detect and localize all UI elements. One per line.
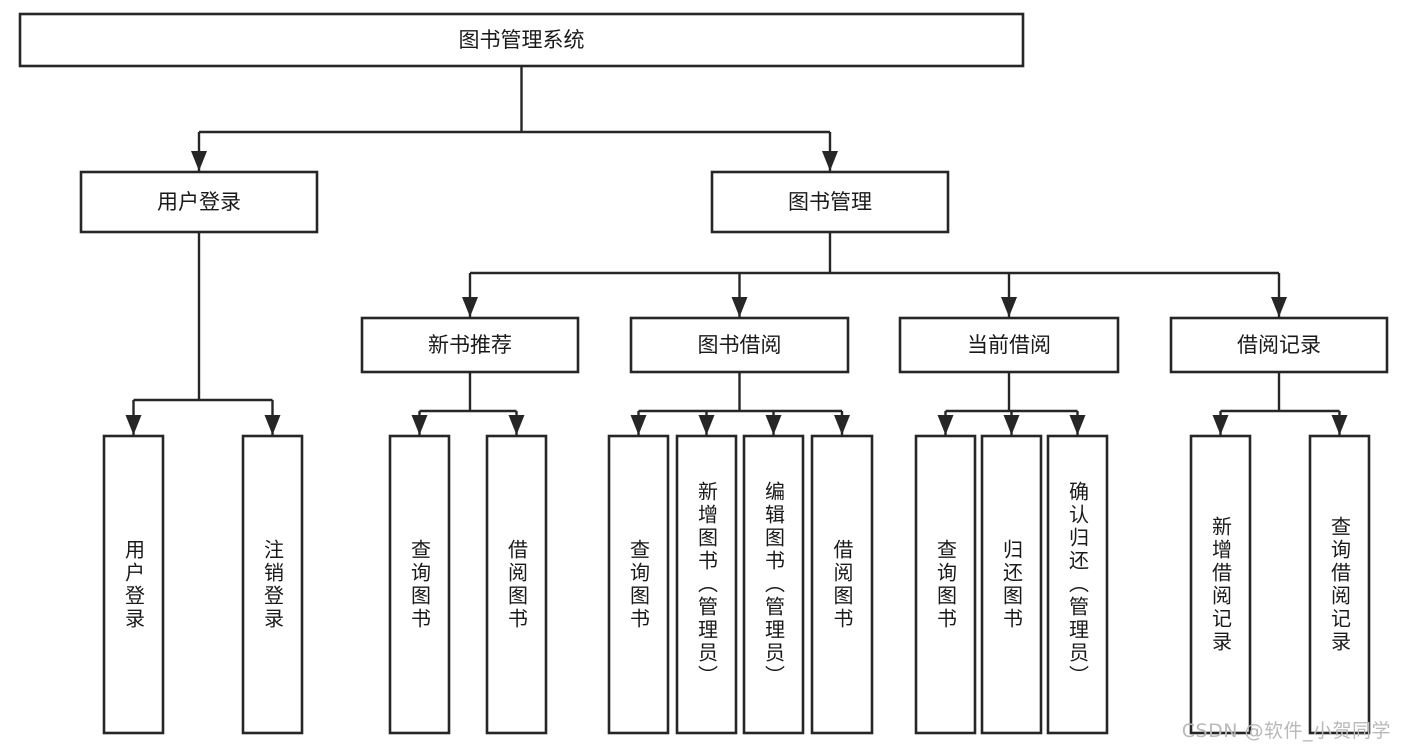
- arrow-head-icon: [1069, 415, 1086, 435]
- level3-node-label-2: 图书借阅: [698, 333, 782, 357]
- level2-node-label-1: 用户登录: [157, 190, 241, 214]
- level2-node-box-2: [710, 170, 950, 234]
- leaf-node-box-13: [1308, 434, 1371, 735]
- arrow-head-icon: [411, 415, 428, 435]
- leaf-node-box-3: [388, 434, 451, 735]
- level3-node-box-4: [1169, 316, 1389, 374]
- node-boxes: [18, 12, 1389, 735]
- arrow-head-icon: [630, 415, 647, 435]
- level3-node-box-1: [360, 316, 580, 374]
- level3-node-label-4: 借阅记录: [1237, 333, 1321, 357]
- root-node-box: [18, 12, 1025, 68]
- arrow-head-icon: [264, 415, 281, 435]
- arrow-head-icon: [191, 151, 207, 171]
- level2-node-label-2: 图书管理: [788, 190, 872, 214]
- level2-node-box-1: [79, 170, 319, 234]
- leaf-node-box-9: [914, 434, 977, 735]
- leaf-node-box-6: [675, 434, 738, 735]
- arrow-head-icon: [1271, 297, 1287, 317]
- arrow-head-icon: [698, 415, 715, 435]
- level3-node-box-3: [898, 316, 1120, 374]
- csdn-watermark: CSDN @软件_小贺同学: [1181, 720, 1391, 742]
- level3-node-label-1: 新书推荐: [428, 333, 512, 357]
- leaf-node-box-1: [102, 434, 165, 735]
- leaf-node-box-10: [980, 434, 1043, 735]
- arrow-head-icon: [937, 415, 954, 435]
- level3-node-box-2: [629, 316, 850, 374]
- arrow-head-icon: [508, 415, 525, 435]
- arrow-head-icon: [834, 415, 850, 435]
- arrow-head-icon: [1001, 297, 1017, 317]
- arrow-head-icon: [1212, 415, 1229, 435]
- level3-node-label-3: 当前借阅: [967, 333, 1051, 357]
- leaf-node-box-2: [241, 434, 304, 735]
- arrow-head-icon: [125, 415, 142, 435]
- arrow-head-icon: [731, 297, 748, 317]
- arrow-head-icon: [1331, 415, 1348, 435]
- leaf-node-box-8: [810, 434, 874, 735]
- leaf-node-box-12: [1189, 434, 1252, 735]
- arrow-head-icon: [822, 151, 838, 171]
- root-node-label: 图书管理系统: [459, 28, 585, 52]
- leaf-node-box-7: [742, 434, 805, 735]
- arrow-head-icon: [462, 297, 478, 317]
- leaf-node-box-11: [1046, 434, 1109, 735]
- arrow-head-icon: [1003, 415, 1020, 435]
- leaf-node-box-5: [607, 434, 670, 735]
- connector-lines: [125, 66, 1348, 435]
- leaf-node-box-4: [485, 434, 548, 735]
- arrow-head-icon: [765, 415, 782, 435]
